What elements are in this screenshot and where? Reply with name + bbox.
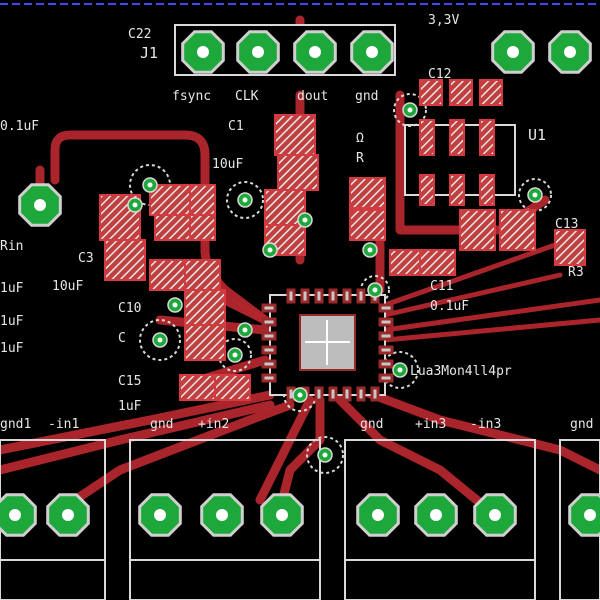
qfn-pin [378, 331, 394, 341]
through-hole-pad [260, 493, 304, 537]
through-hole-pads [0, 30, 600, 537]
label-c15: C15 [118, 374, 141, 389]
label-c3: C3 [78, 251, 94, 266]
via [402, 102, 418, 118]
via [362, 242, 378, 258]
via [317, 447, 333, 463]
label-in3-plus: +in3 [415, 417, 446, 432]
label-gnd4: gnd [570, 417, 593, 432]
label-clk: CLK [235, 89, 259, 104]
label-rin: Rin [0, 239, 23, 254]
qfn-pin [314, 288, 324, 304]
label-1uf-4: 1uF [118, 399, 142, 414]
qfn-pin [314, 386, 324, 402]
via [527, 187, 543, 203]
label-r-cap: R [356, 151, 364, 166]
qfn-pin [261, 345, 277, 355]
label-1uf-3: 1uF [0, 341, 24, 356]
through-hole-pad [46, 493, 90, 537]
label-in3-minus: -in3 [470, 417, 501, 432]
via [392, 362, 408, 378]
qfn-pin [328, 386, 338, 402]
through-hole-pad [356, 493, 400, 537]
label-gnd-top: gnd [355, 89, 378, 104]
label-10uf-2: 10uF [52, 279, 83, 294]
qfn-pin [370, 386, 380, 402]
label-dout: dout [297, 89, 328, 104]
label-c11: C11 [430, 279, 453, 294]
through-hole-pad [350, 30, 394, 74]
through-hole-pad [138, 493, 182, 537]
vias [127, 102, 543, 463]
label-j1: J1 [140, 44, 158, 62]
label-r3: R3 [568, 265, 584, 280]
label-gnd3: gnd [360, 417, 383, 432]
label-gnd2: gnd [150, 417, 173, 432]
label-in2-plus: +in2 [198, 417, 229, 432]
qfn-pin [261, 317, 277, 327]
label-gnd1: gnd1 [0, 417, 31, 432]
label-c-cap: C [118, 331, 126, 346]
through-hole-pad [181, 30, 225, 74]
via [152, 332, 168, 348]
through-hole-pad [548, 30, 592, 74]
label-in1-minus: -in1 [48, 417, 79, 432]
qfn-pin [378, 345, 394, 355]
via [237, 322, 253, 338]
label-3v3: 3,3V [428, 13, 459, 28]
qfn-pin [378, 303, 394, 313]
via [127, 197, 143, 213]
via [227, 347, 243, 363]
through-hole-pad [491, 30, 535, 74]
label-mcu-name: Lua3Mon4ll4pr [410, 364, 512, 379]
label-1uf-1: 1uF [0, 281, 24, 296]
qfn-pin [328, 288, 338, 304]
through-hole-pad [473, 493, 517, 537]
qfn-mcu [269, 294, 386, 396]
via [142, 177, 158, 193]
qfn-pin [378, 317, 394, 327]
label-c1: C1 [228, 119, 244, 134]
silkscreen-labels: C22 J1 3,3V fsync CLK dout gnd C12 C1 U1… [0, 13, 593, 432]
qfn-pin [261, 303, 277, 313]
qfn-pin [378, 359, 394, 369]
via [292, 387, 308, 403]
via [167, 297, 183, 313]
label-10uf-1: 10uF [212, 157, 243, 172]
through-hole-pad [236, 30, 280, 74]
label-u1: U1 [528, 126, 546, 144]
label-fsync: fsync [172, 89, 211, 104]
via [262, 242, 278, 258]
via [297, 212, 313, 228]
qfn-pin [261, 359, 277, 369]
through-hole-pad [568, 493, 600, 537]
qfn-pin [342, 386, 352, 402]
via [237, 192, 253, 208]
through-hole-pad [18, 183, 62, 227]
label-ohm: Ω [356, 131, 364, 146]
smd-pads [99, 79, 586, 401]
qfn-pin [356, 288, 366, 304]
label-c13: C13 [555, 217, 578, 232]
label-0p1uf-1: 0.1uF [0, 119, 39, 134]
label-c10: C10 [118, 301, 141, 316]
through-hole-pad [293, 30, 337, 74]
label-1uf-2: 1uF [0, 314, 24, 329]
label-0p1uf-2: 0.1uF [430, 299, 469, 314]
through-hole-pad [0, 493, 37, 537]
qfn-pin [342, 288, 352, 304]
label-c12: C12 [428, 67, 451, 82]
label-c22: C22 [128, 27, 151, 42]
through-hole-pad [200, 493, 244, 537]
qfn-pin [286, 288, 296, 304]
qfn-pin [261, 373, 277, 383]
via [367, 282, 383, 298]
qfn-pin [300, 288, 310, 304]
qfn-pin [356, 386, 366, 402]
qfn-pin [378, 373, 394, 383]
qfn-pin [261, 331, 277, 341]
through-hole-pad [414, 493, 458, 537]
